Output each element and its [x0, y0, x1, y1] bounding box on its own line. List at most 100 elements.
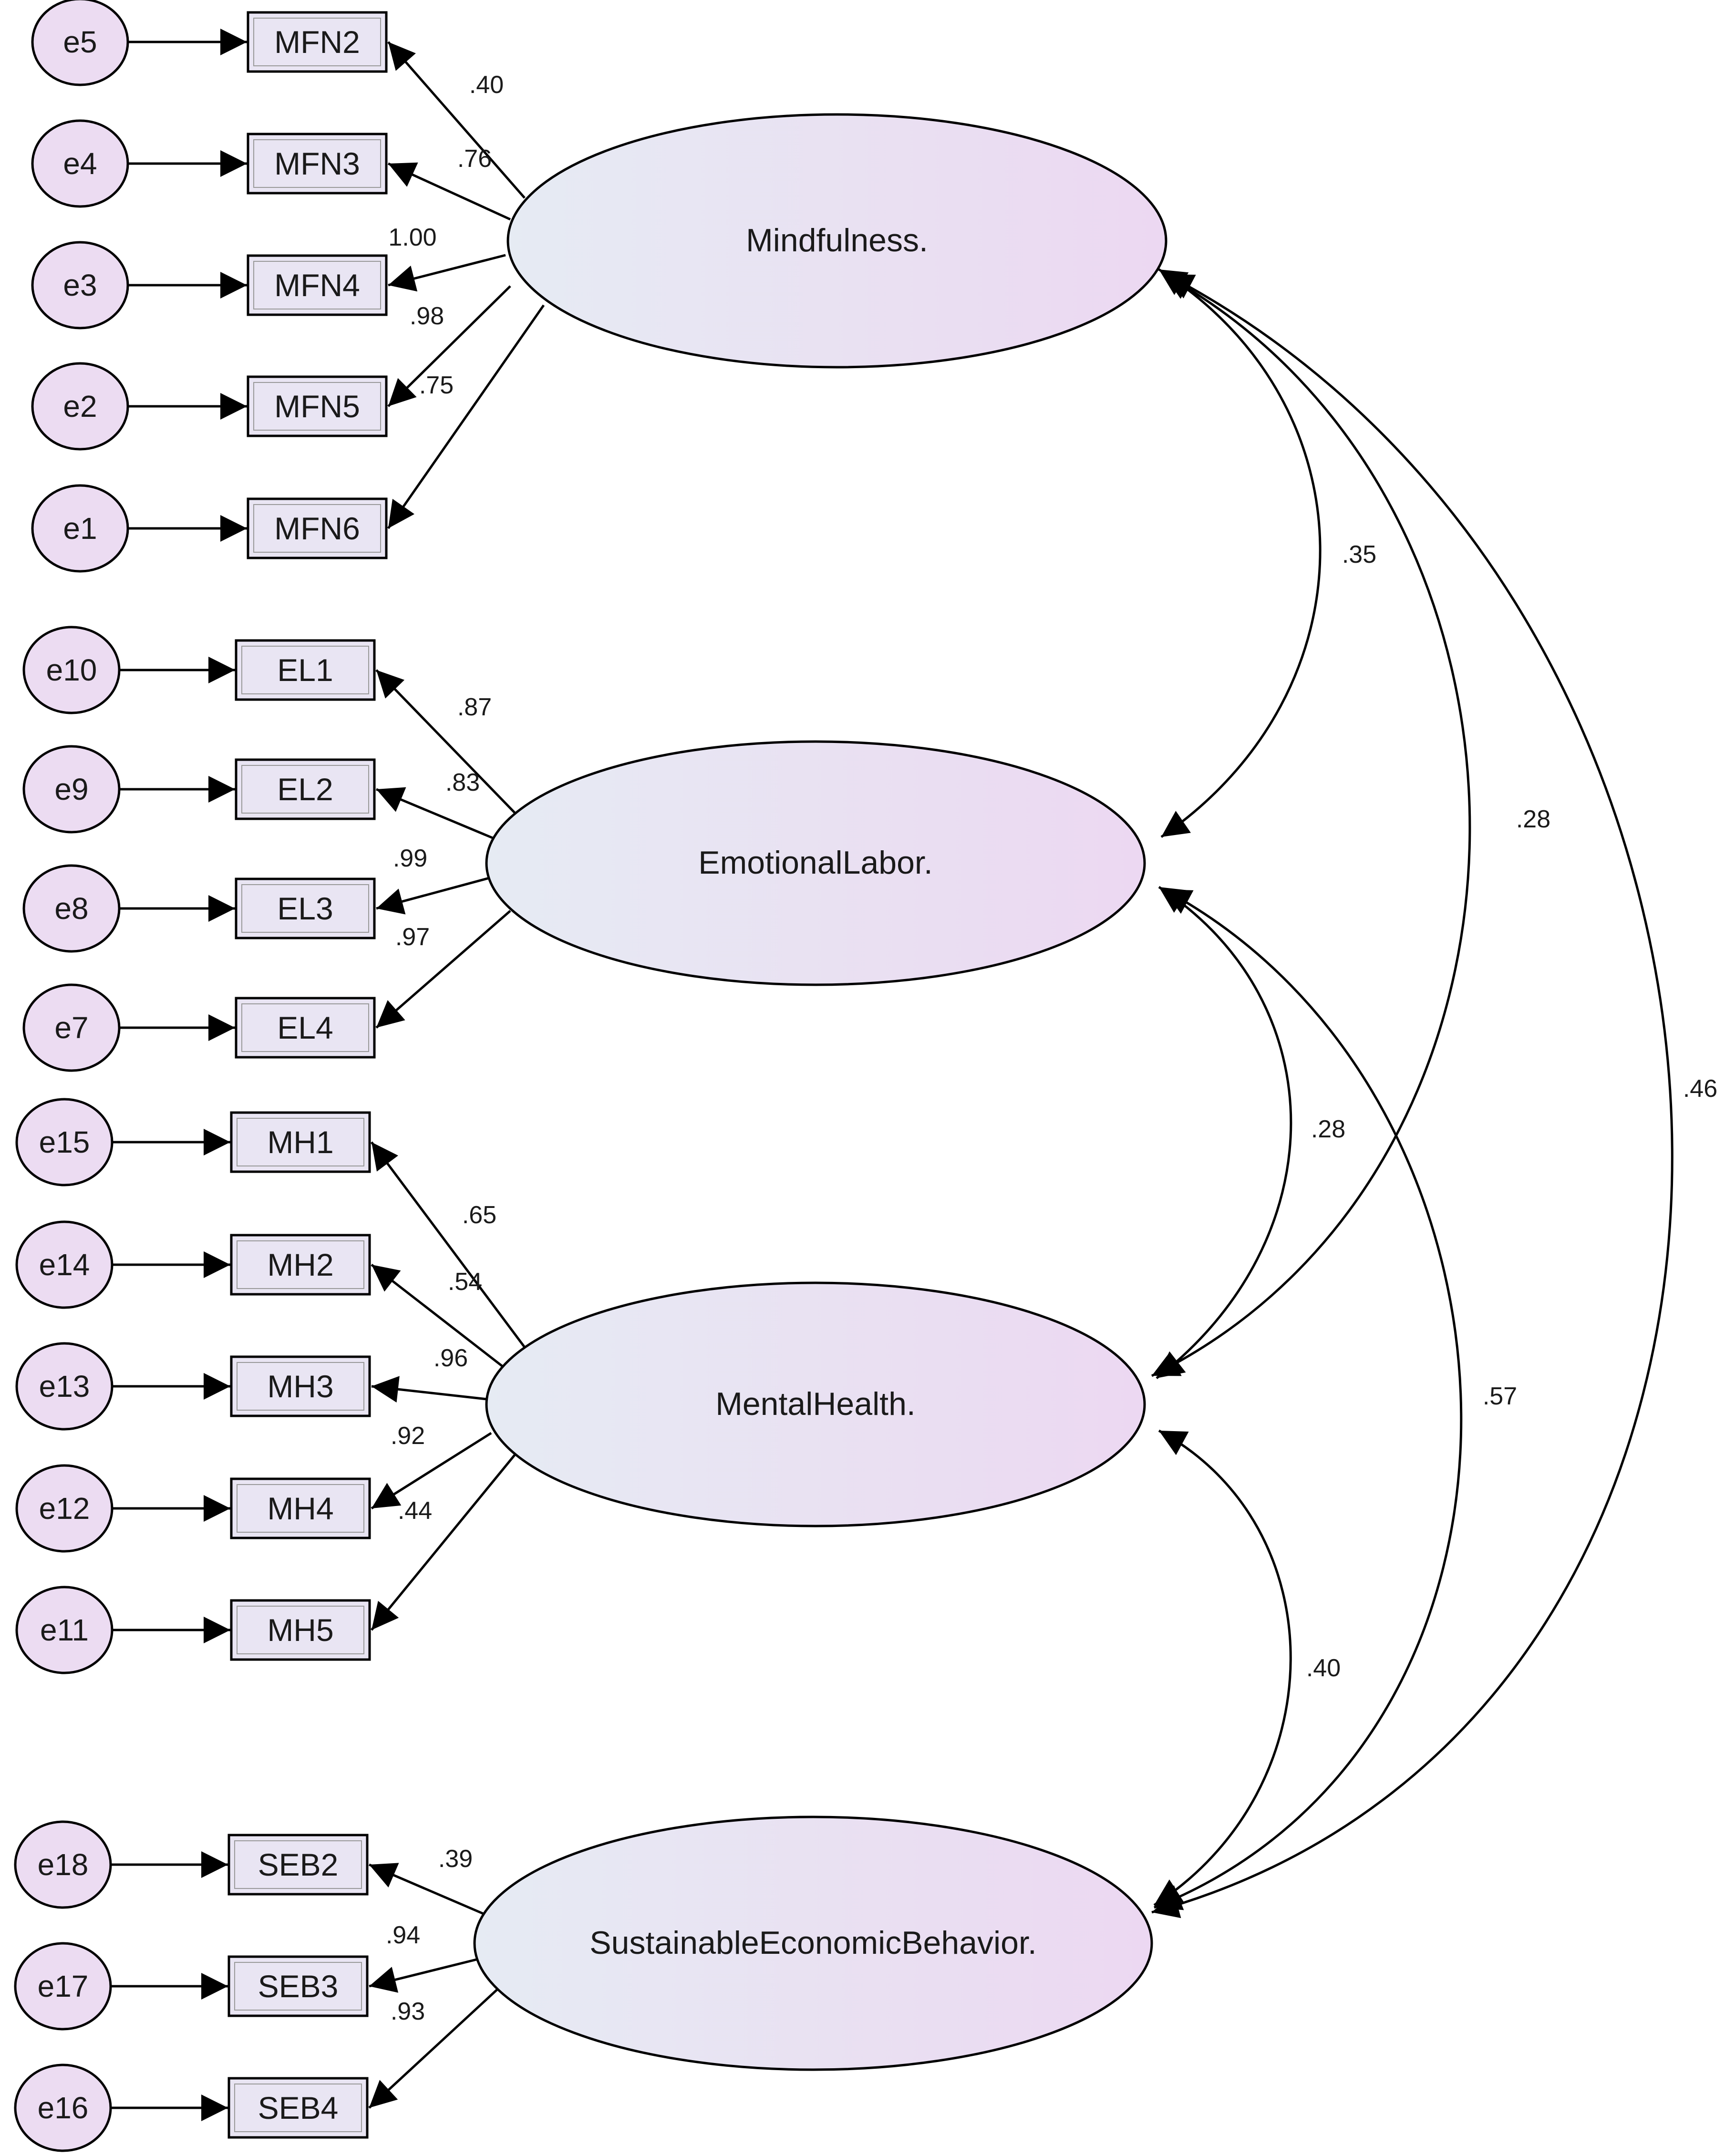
loading-path-mfn6	[387, 304, 545, 529]
correlation-arc-el-seb	[1154, 888, 1463, 1910]
error-e7-label: e7	[54, 1011, 88, 1045]
latent-mh-ellipse	[485, 1281, 1146, 1527]
error-e13-label: e13	[39, 1369, 90, 1403]
loading-value-mh2: .54	[448, 1268, 482, 1296]
indicator-mh5-box	[230, 1599, 371, 1661]
loading-path-seb3	[369, 1956, 485, 1993]
indicator-mfn4-box	[247, 254, 388, 316]
indicator-mfn4-label: MFN4	[274, 268, 360, 303]
loading-value-mfn2: .40	[469, 71, 504, 99]
loading-value-seb4: .93	[391, 1998, 425, 2025]
loading-path-seb2	[369, 1863, 492, 1919]
indicator-mh3-inner-border	[237, 1362, 364, 1411]
correlation-value-el-mh: .28	[1311, 1115, 1345, 1143]
correlation-arcs	[1151, 268, 1673, 1918]
indicator-mfn4-inner-border	[253, 261, 381, 309]
error-e18-label: e18	[38, 1847, 89, 1882]
latent-mfn-label: Mindfulness.	[746, 222, 928, 258]
indicator-el1-inner-border	[241, 646, 369, 694]
indicator-mfn6-inner-border	[253, 504, 381, 553]
error-e1-label: e1	[63, 511, 97, 546]
loading-path-el1	[375, 669, 516, 814]
loading-path-mfn5	[387, 285, 511, 407]
indicator-mh3-box	[230, 1355, 371, 1417]
loading-value-el1: .87	[457, 693, 492, 721]
error-e2-ellipse	[31, 362, 129, 451]
indicator-seb3-inner-border	[234, 1962, 362, 2011]
indicator-mh1-box	[230, 1111, 371, 1173]
loading-value-mh5: .44	[398, 1497, 432, 1525]
loading-path-mh1	[370, 1141, 526, 1348]
latent-mh-label: MentalHealth.	[715, 1386, 916, 1422]
indicator-el2-box	[235, 758, 376, 820]
loading-path-el2	[376, 787, 496, 841]
indicator-el3-inner-border	[241, 884, 369, 933]
error-e4-ellipse	[31, 119, 129, 208]
loading-value-mh1: .65	[462, 1201, 496, 1229]
loading-value-mfn3: .76	[457, 145, 492, 173]
indicator-mfn3-label: MFN3	[274, 146, 360, 181]
indicator-seb3-label: SEB3	[258, 1969, 339, 2004]
error-e14-label: e14	[39, 1248, 90, 1282]
indicator-seb4-label: SEB4	[258, 2090, 339, 2125]
loading-value-mfn4: 1.00	[388, 224, 436, 251]
error-e2-label: e2	[63, 389, 97, 423]
indicator-el3-box	[235, 877, 376, 939]
correlation-value-mfn-seb: .46	[1683, 1075, 1717, 1103]
error-e18-ellipse	[14, 1820, 112, 1909]
indicator-mh1-inner-border	[237, 1118, 364, 1166]
correlation-value-mh-seb: .40	[1306, 1654, 1341, 1682]
loading-path-mfn2	[387, 41, 526, 199]
indicator-mfn5-label: MFN5	[274, 389, 360, 424]
error-e3-ellipse	[31, 241, 129, 330]
correlation-value-mfn-el: .35	[1342, 541, 1376, 568]
indicator-el4-box	[235, 997, 376, 1059]
indicator-el1-label: EL1	[277, 652, 333, 688]
loading-path-el3	[376, 876, 492, 915]
loading-value-mfn6: .75	[419, 371, 454, 399]
error-e16-label: e16	[38, 2091, 89, 2125]
loading-path-mh4	[371, 1432, 492, 1510]
loading-value-mh4: .92	[391, 1422, 425, 1450]
loading-path-el4	[375, 910, 511, 1029]
indicator-el2-label: EL2	[277, 772, 333, 807]
error-e8-label: e8	[54, 891, 88, 926]
error-e14-ellipse	[15, 1220, 114, 1309]
indicator-seb2-box	[227, 1834, 369, 1896]
indicator-mh2-inner-border	[237, 1240, 364, 1289]
indicator-el3-label: EL3	[277, 891, 333, 926]
error-e15-ellipse	[15, 1098, 114, 1186]
error-e5-label: e5	[63, 25, 97, 59]
error-e4-label: e4	[63, 146, 97, 181]
factor-loading-paths	[111, 29, 545, 2121]
indicator-mfn2-label: MFN2	[274, 24, 360, 60]
error-e9-label: e9	[54, 772, 88, 806]
loading-path-mh3	[371, 1376, 492, 1403]
indicator-mfn5-box	[247, 375, 388, 437]
correlation-arc-mh-seb	[1153, 1429, 1292, 1907]
indicator-seb4-box	[227, 2077, 369, 2139]
error-e9-ellipse	[22, 745, 121, 834]
error-e17-label: e17	[38, 1969, 89, 2003]
indicator-mfn5-inner-border	[253, 382, 381, 431]
loading-value-mh3: .96	[434, 1344, 468, 1372]
indicator-mh2-box	[230, 1234, 371, 1296]
error-e5-ellipse	[31, 0, 129, 86]
indicator-mfn6-box	[247, 497, 388, 559]
error-e16-ellipse	[14, 2063, 112, 2152]
error-e10-label: e10	[46, 653, 97, 687]
indicator-el4-inner-border	[241, 1003, 369, 1052]
loading-path-mh5	[371, 1454, 516, 1631]
indicator-mfn3-box	[247, 133, 388, 195]
error-e15-label: e15	[39, 1125, 90, 1159]
variable-nodes	[14, 0, 1167, 2152]
error-e12-ellipse	[15, 1464, 114, 1553]
loading-value-el2: .83	[445, 769, 480, 796]
error-e12-label: e12	[39, 1491, 90, 1526]
indicator-mh1-label: MH1	[267, 1124, 333, 1160]
indicator-mfn3-inner-border	[253, 139, 381, 188]
latent-el-ellipse	[485, 740, 1146, 986]
correlation-arc-el-mh	[1156, 886, 1292, 1379]
indicator-mh5-inner-border	[237, 1606, 364, 1654]
correlation-arc-mfn-el	[1158, 268, 1322, 838]
